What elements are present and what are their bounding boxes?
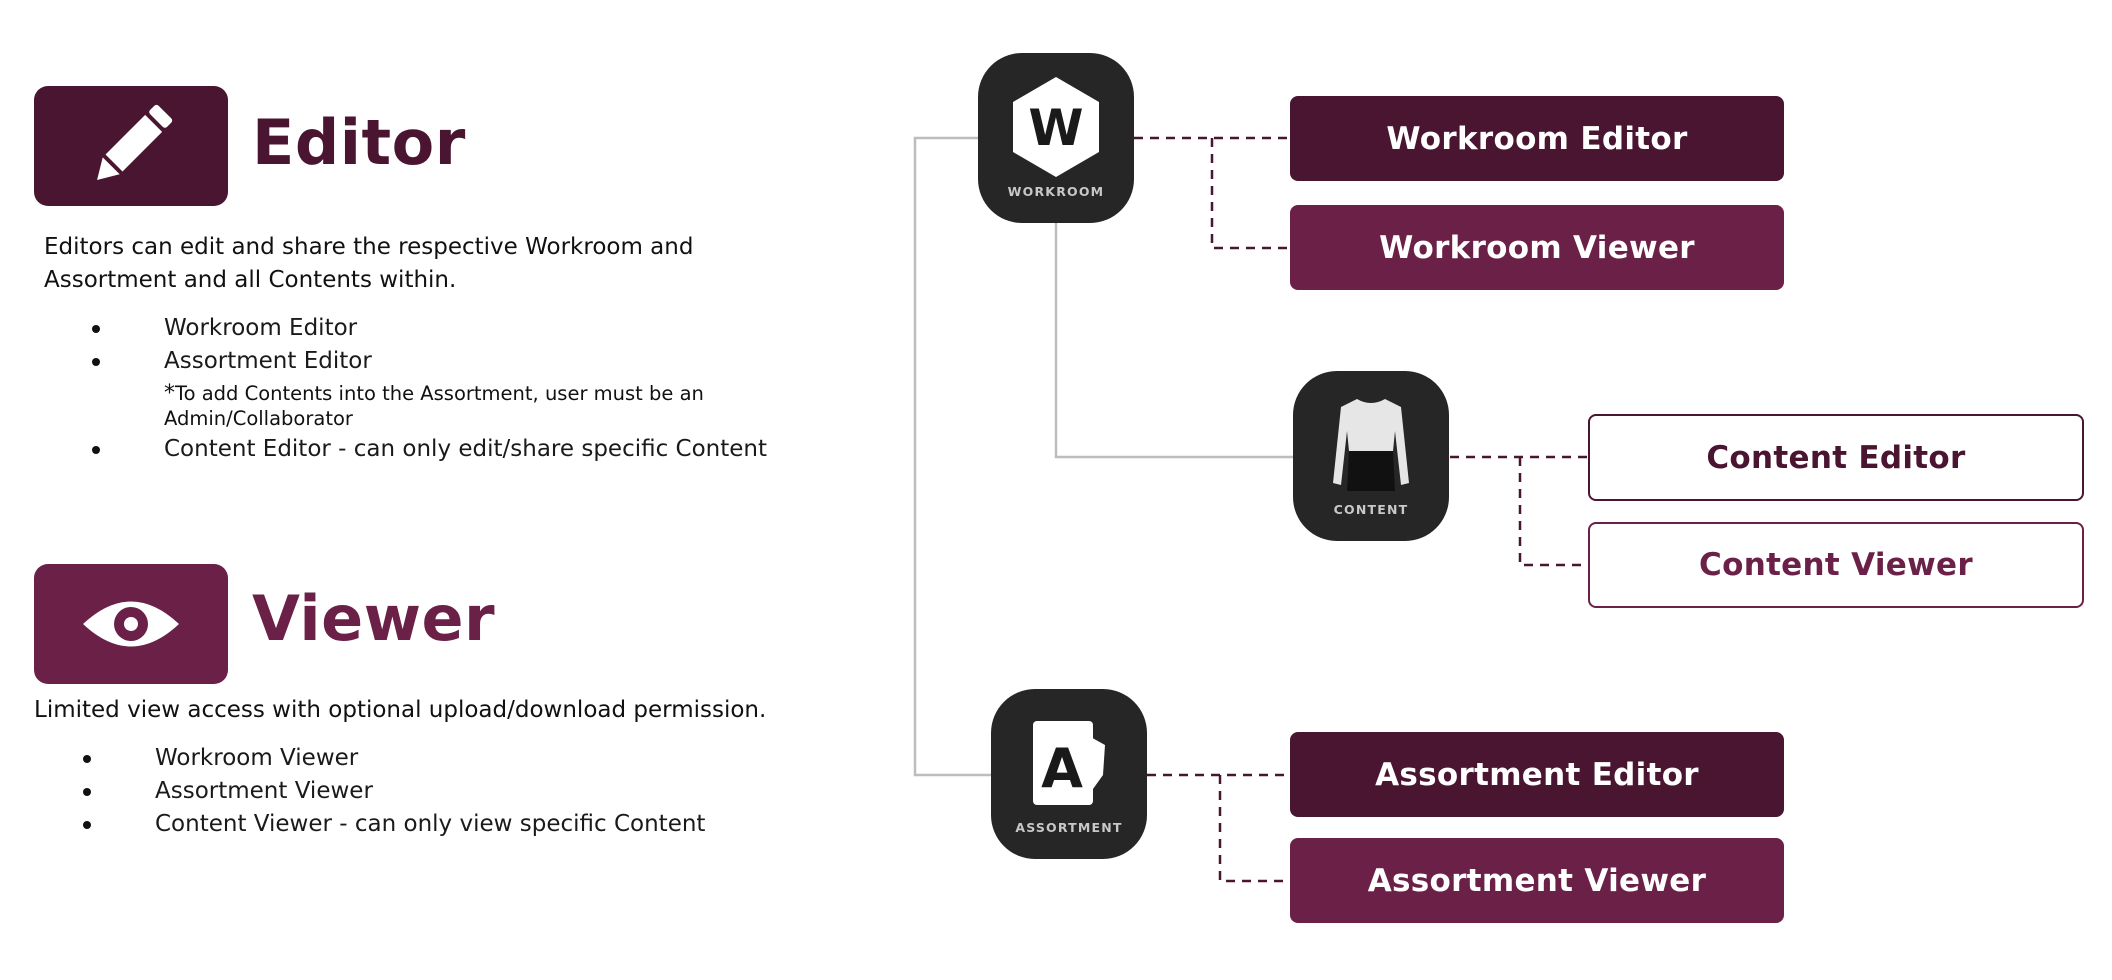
tree-lines bbox=[913, 136, 1295, 777]
workroom-editor-box[interactable]: Workroom Editor bbox=[1290, 96, 1784, 181]
assortment-glyph: A bbox=[1041, 737, 1083, 800]
garment-icon bbox=[1333, 399, 1409, 491]
workroom-tile-label: WORKROOM bbox=[1007, 184, 1105, 199]
editor-bullet-list: Workroom Editor Assortment Editor *To ad… bbox=[92, 312, 824, 466]
tree-line-workroom-assortment bbox=[913, 136, 993, 777]
list-item: Content Viewer - can only view specific … bbox=[83, 808, 815, 841]
workroom-hexagon-icon: W bbox=[1013, 77, 1099, 177]
dash-workroom-viewer bbox=[1210, 138, 1290, 250]
workroom-tile[interactable]: W WORKROOM bbox=[978, 53, 1134, 223]
assortment-tile[interactable]: A ASSORTMENT bbox=[991, 689, 1147, 859]
list-item: Content Editor - can only edit/share spe… bbox=[92, 433, 824, 466]
dash-assortment-viewer bbox=[1218, 775, 1290, 883]
eye-icon bbox=[83, 601, 179, 647]
content-editor-box[interactable]: Content Editor bbox=[1588, 414, 2084, 501]
viewer-description: Limited view access with optional upload… bbox=[34, 697, 767, 723]
dashed-lines bbox=[1134, 136, 1588, 883]
assortment-editor-box[interactable]: Assortment Editor bbox=[1290, 732, 1784, 817]
assortment-viewer-box[interactable]: Assortment Viewer bbox=[1290, 838, 1784, 923]
viewer-title: Viewer bbox=[252, 582, 496, 655]
content-tile-label: CONTENT bbox=[1333, 502, 1409, 517]
tree-line-workroom-content bbox=[1054, 222, 1295, 459]
workroom-glyph: W bbox=[1028, 99, 1083, 157]
list-item: Assortment Viewer bbox=[83, 775, 815, 808]
list-item: Assortment Editor bbox=[92, 345, 824, 378]
note-text: To add Contents into the Assortment, use… bbox=[164, 382, 704, 430]
note-asterisk: * bbox=[164, 381, 175, 406]
pencil-icon bbox=[97, 104, 173, 180]
list-item: Workroom Editor bbox=[92, 312, 824, 345]
dash-content-viewer bbox=[1518, 457, 1588, 567]
list-item: Workroom Viewer bbox=[83, 742, 815, 775]
workroom-viewer-box[interactable]: Workroom Viewer bbox=[1290, 205, 1784, 290]
content-tile[interactable]: CONTENT bbox=[1293, 371, 1449, 541]
assortment-tile-label: ASSORTMENT bbox=[1015, 820, 1123, 835]
content-viewer-box[interactable]: Content Viewer bbox=[1588, 522, 2084, 608]
editor-title: Editor bbox=[252, 106, 466, 179]
editor-description: Editors can edit and share the respectiv… bbox=[44, 234, 694, 293]
viewer-bullet-list: Workroom Viewer Assortment Viewer Conten… bbox=[83, 742, 815, 841]
editor-icon-box bbox=[34, 86, 228, 206]
viewer-icon-box bbox=[34, 564, 228, 684]
editor-note: *To add Contents into the Assortment, us… bbox=[164, 378, 824, 433]
assortment-book-icon: A bbox=[1033, 721, 1105, 805]
